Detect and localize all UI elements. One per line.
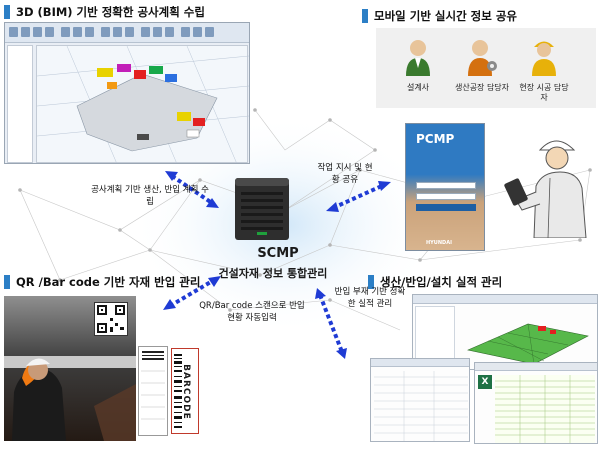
results-section-title: 생산/반입/설치 실적 관리 [368,273,502,291]
mobile-roles-panel: 설계사 생산공장 담당자 현장 시공 담당자 [376,28,596,108]
scmp-subtitle: 건설자재 정보 통합관리 [218,267,328,280]
pcmp-app-screenshot: PCMP HYUNDAI [405,123,485,251]
bim-software-screenshot [4,22,250,164]
mobile-section-title: 모바일 기반 실시간 정보 공유 [362,7,517,25]
bim-title-text: 3D (BIM) 기반 정확한 공사계획 수립 [16,5,205,19]
worker-tablet-icon [504,140,587,238]
factory-staff-icon [468,40,497,76]
arrow-qr [168,278,216,308]
qr-title-text: QR /Bar code 기반 자재 반입 관리 [16,275,201,289]
arrowhead [163,299,176,310]
role-factory-staff: 생산공장 담당자 [454,38,510,93]
scmp-server [227,174,297,244]
pcmp-id-field [416,182,476,189]
role-site-worker: 현장 시공 담당자 [516,38,572,103]
bim-toolbar [5,23,249,43]
section-marker [362,9,368,23]
pcmp-brand: HYUNDAI [426,240,452,246]
mobile-title-text: 모바일 기반 실시간 정보 공유 [374,9,517,23]
excel-icon: X [478,375,492,389]
bim-section-title: 3D (BIM) 기반 정확한 공사계획 수립 [4,3,205,21]
section-marker [4,5,10,19]
qr-flow-note: QR/Bar code 스캔으로 반입 현황 자동입력 [199,301,305,323]
arrow-mobile [332,183,385,210]
role-label: 현장 시공 담당자 [519,83,569,102]
results-list-window [370,358,470,442]
pcmp-app-name: PCMP [416,132,455,146]
arrowhead [165,171,178,181]
arrowhead [208,276,221,287]
bim-flow-note: 공사계획 기반 생산, 반입 계획 수립 [91,185,209,207]
section-marker [368,275,374,289]
qr-section-title: QR /Bar code 기반 자재 반입 관리 [4,273,200,291]
delivery-slip [138,346,168,436]
role-label: 생산공장 담당자 [454,83,510,92]
designer-icon [406,40,430,76]
mobile-flow-note: 작업 지시 및 현황 공유 [317,163,373,185]
arrow-results [318,294,344,353]
role-label: 설계사 [406,83,430,92]
arrow-bim [170,174,214,205]
arrowhead [378,181,391,191]
site-worker-icon [532,41,556,76]
scmp-title: SCMP [257,246,299,261]
pcmp-login-button [416,204,476,211]
qr-scan-photo [4,296,136,441]
arrowhead [206,198,219,208]
bim-model-tree [7,45,33,163]
results-excel-window: X [474,362,598,444]
bim-3d-view [36,45,249,163]
arrowhead [315,288,326,299]
arrowhead [326,202,339,212]
server-icon [235,178,289,240]
pcmp-password-field [416,193,476,200]
barcode-label: BARCODE [171,348,199,434]
role-designer: 설계사 [390,38,446,93]
section-marker [4,275,10,289]
results-flow-note: 반입 부재 기반 정확한 실적 관리 [334,287,406,309]
arrowhead [336,348,347,359]
results-title-text: 생산/반입/설치 실적 관리 [380,275,503,289]
results-3d-window [412,294,598,370]
qr-code-icon [94,302,128,336]
